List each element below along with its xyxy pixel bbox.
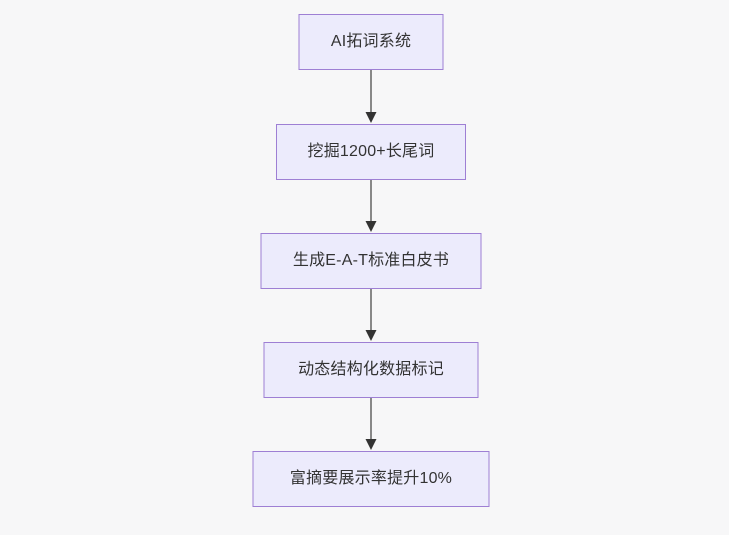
flow-node-label: 生成E-A-T标准白皮书 [292,252,450,270]
flow-node-rich-snippet-impression-lift[interactable]: 富摘要展示率提升10% [252,451,490,507]
flow-edge-3-4 [364,289,378,342]
flow-node-ai-keyword-system[interactable]: AI拓词系统 [298,14,444,70]
flow-edge-2-3 [364,180,378,233]
flow-edge-1-2 [364,70,378,124]
flow-node-dynamic-structured-data-markup[interactable]: 动态结构化数据标记 [263,342,479,398]
flow-node-label: AI拓词系统 [330,33,412,51]
flow-node-generate-eat-whitepaper[interactable]: 生成E-A-T标准白皮书 [260,233,482,289]
flow-node-mine-longtail-keywords[interactable]: 挖掘1200+长尾词 [276,124,466,180]
flow-node-label: 挖掘1200+长尾词 [307,143,435,161]
flow-node-label: 富摘要展示率提升10% [289,470,453,488]
flow-edge-4-5 [364,398,378,451]
flow-node-label: 动态结构化数据标记 [298,361,444,379]
